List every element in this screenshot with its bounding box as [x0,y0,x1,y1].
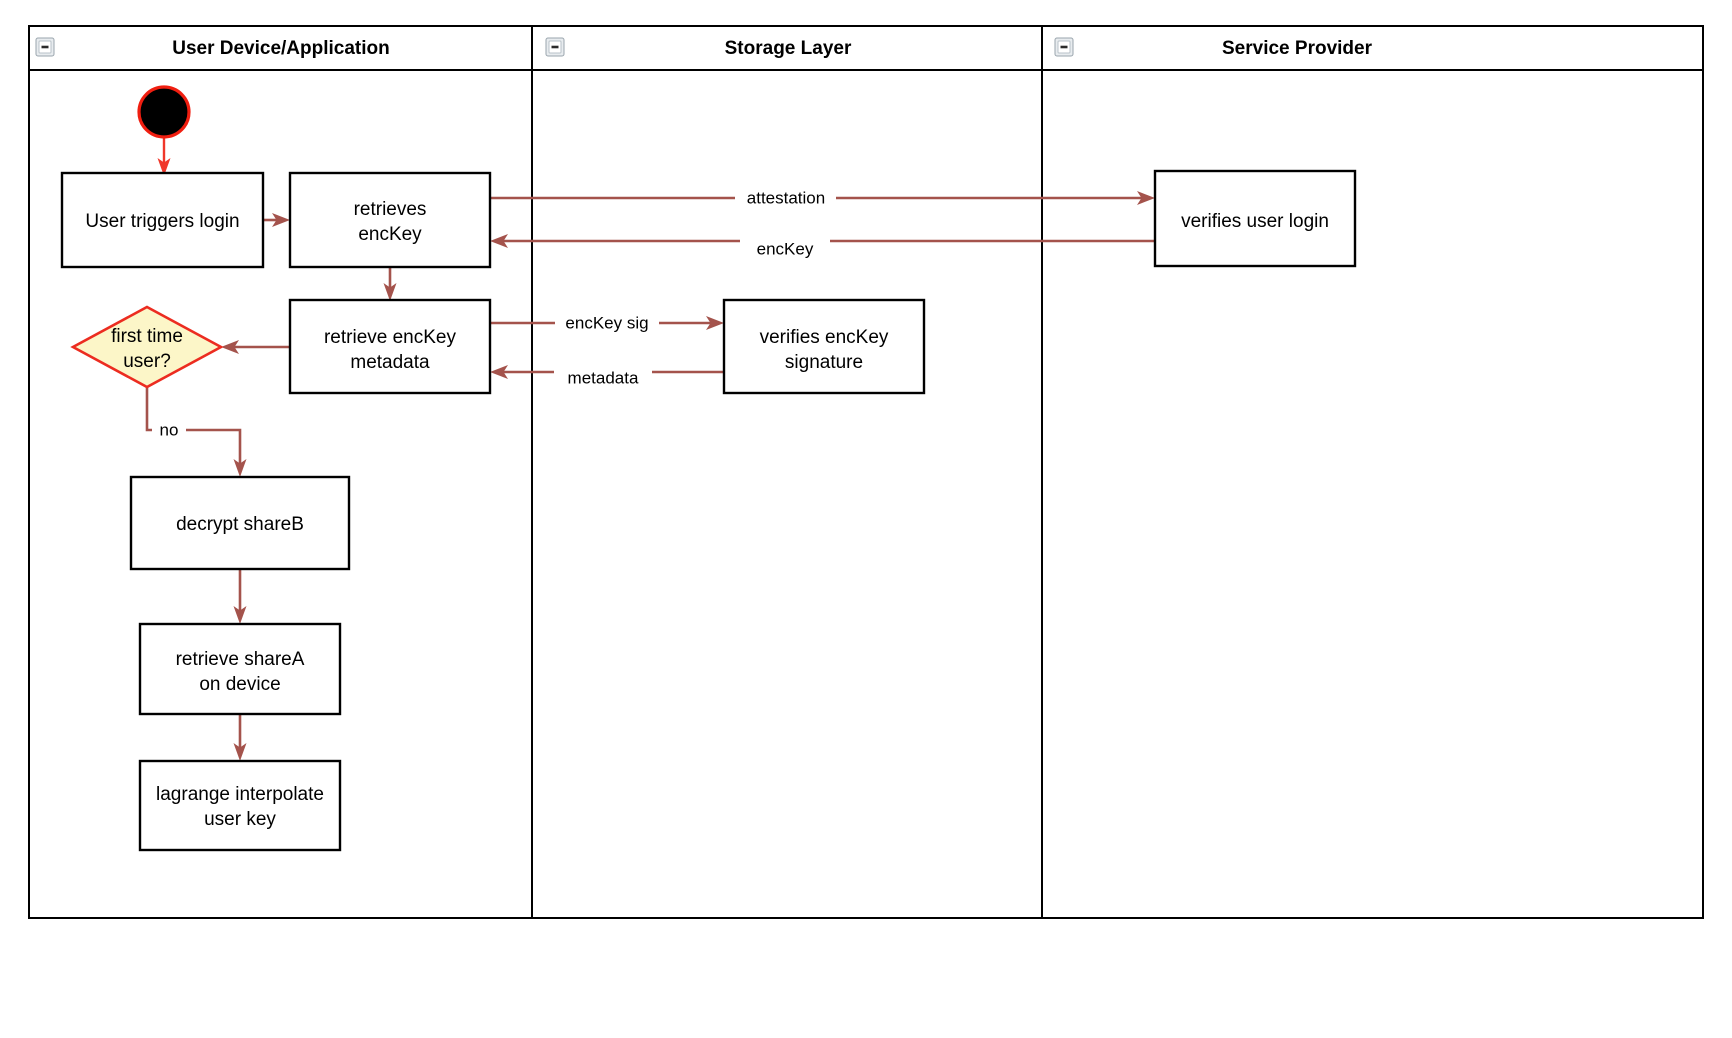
edge-decrypt-to-sharea [233,569,247,624]
node-label-verifies-enckey-signature-line1: verifies encKey [760,327,889,348]
node-label-first-time-user-line2: user? [123,351,171,372]
node-verifies-enckey-signature[interactable]: verifies encKey signature [722,298,926,395]
node-label-user-triggers-login: User triggers login [85,211,239,232]
edge-service-provider-to-retrieves: encKey [490,234,1155,261]
edge-label-metadata: metadata [568,368,639,387]
edge-sharea-to-lagrange [233,714,247,761]
node-first-time-user[interactable]: first time user? [70,305,224,389]
edge-metadata-to-decision [221,340,289,354]
edge-label-backdrop [554,368,652,390]
edge-label-attestation: attestation [747,188,825,207]
edge-decision-to-decrypt: no [145,385,247,477]
edge-metadata-to-storage: encKey sig [490,313,724,333]
node-label-lagrange-line2: user key [204,809,276,830]
node-label-first-time-user-line1: first time [111,326,183,347]
lane-title-service-provider: Service Provider [1222,38,1373,59]
node-label-retrieve-sharea-line2: on device [199,674,280,695]
node-label-verifies-enckey-signature-line2: signature [785,352,863,373]
lane-header-storage-layer[interactable]: Storage Layer [545,37,852,59]
lane-title-storage-layer: Storage Layer [725,38,852,59]
edge-label-backdrop [152,420,186,440]
node-label-decrypt-shareb: decrypt shareB [176,514,304,535]
node-label-verifies-user-login: verifies user login [1181,211,1329,232]
node-lagrange-interpolate-user-key[interactable]: lagrange interpolate user key [138,759,342,852]
swimlane-frame [28,25,1704,919]
node-label-retrieve-enckey-metadata-line1: retrieve encKey [324,327,457,348]
collapse-minus-icon[interactable] [545,37,565,57]
node-label-retrieve-enckey-metadata-line2: metadata [350,352,430,373]
start-circle-icon [137,85,191,139]
node-verifies-user-login[interactable]: verifies user login [1153,169,1357,268]
node-label-lagrange-line1: lagrange interpolate [156,784,324,805]
edge-retrieves-to-metadata [383,266,397,301]
decision-diamond-shape [70,305,224,389]
edge-login-to-retrieves [263,213,290,227]
swimlane-outer-border [28,25,1704,919]
node-retrieve-enckey-metadata[interactable]: retrieve encKey metadata [288,298,492,395]
node-start[interactable] [137,85,191,139]
edge-storage-to-metadata: metadata [490,365,724,390]
node-label-retrieves-enckey-line1: retrieves [354,199,427,220]
edge-label-backdrop [735,188,836,208]
node-user-triggers-login[interactable]: User triggers login [60,171,265,269]
node-retrieves-enckey[interactable]: retrieves encKey [288,171,492,269]
lane-header-service-provider[interactable]: Service Provider [1054,37,1373,59]
lane-header-user-device[interactable]: User Device/Application [35,37,390,59]
edge-label-enckey: encKey [757,239,814,258]
collapse-minus-icon[interactable] [1054,37,1074,57]
edge-retrieves-to-service-provider: attestation [490,188,1155,208]
node-label-retrieves-enckey-line2: encKey [358,224,422,245]
edge-label-enckey-sig: encKey sig [565,313,648,332]
node-decrypt-shareb[interactable]: decrypt shareB [129,475,351,571]
edge-label-no: no [160,420,179,439]
node-retrieve-sharea-on-device[interactable]: retrieve shareA on device [138,622,342,716]
lane-title-user-device: User Device/Application [172,38,390,59]
edge-label-backdrop [740,239,830,261]
edge-label-backdrop [555,313,659,333]
edge-start-to-login [157,138,171,176]
node-label-retrieve-sharea-line1: retrieve shareA [176,649,305,670]
collapse-minus-icon[interactable] [35,37,55,57]
